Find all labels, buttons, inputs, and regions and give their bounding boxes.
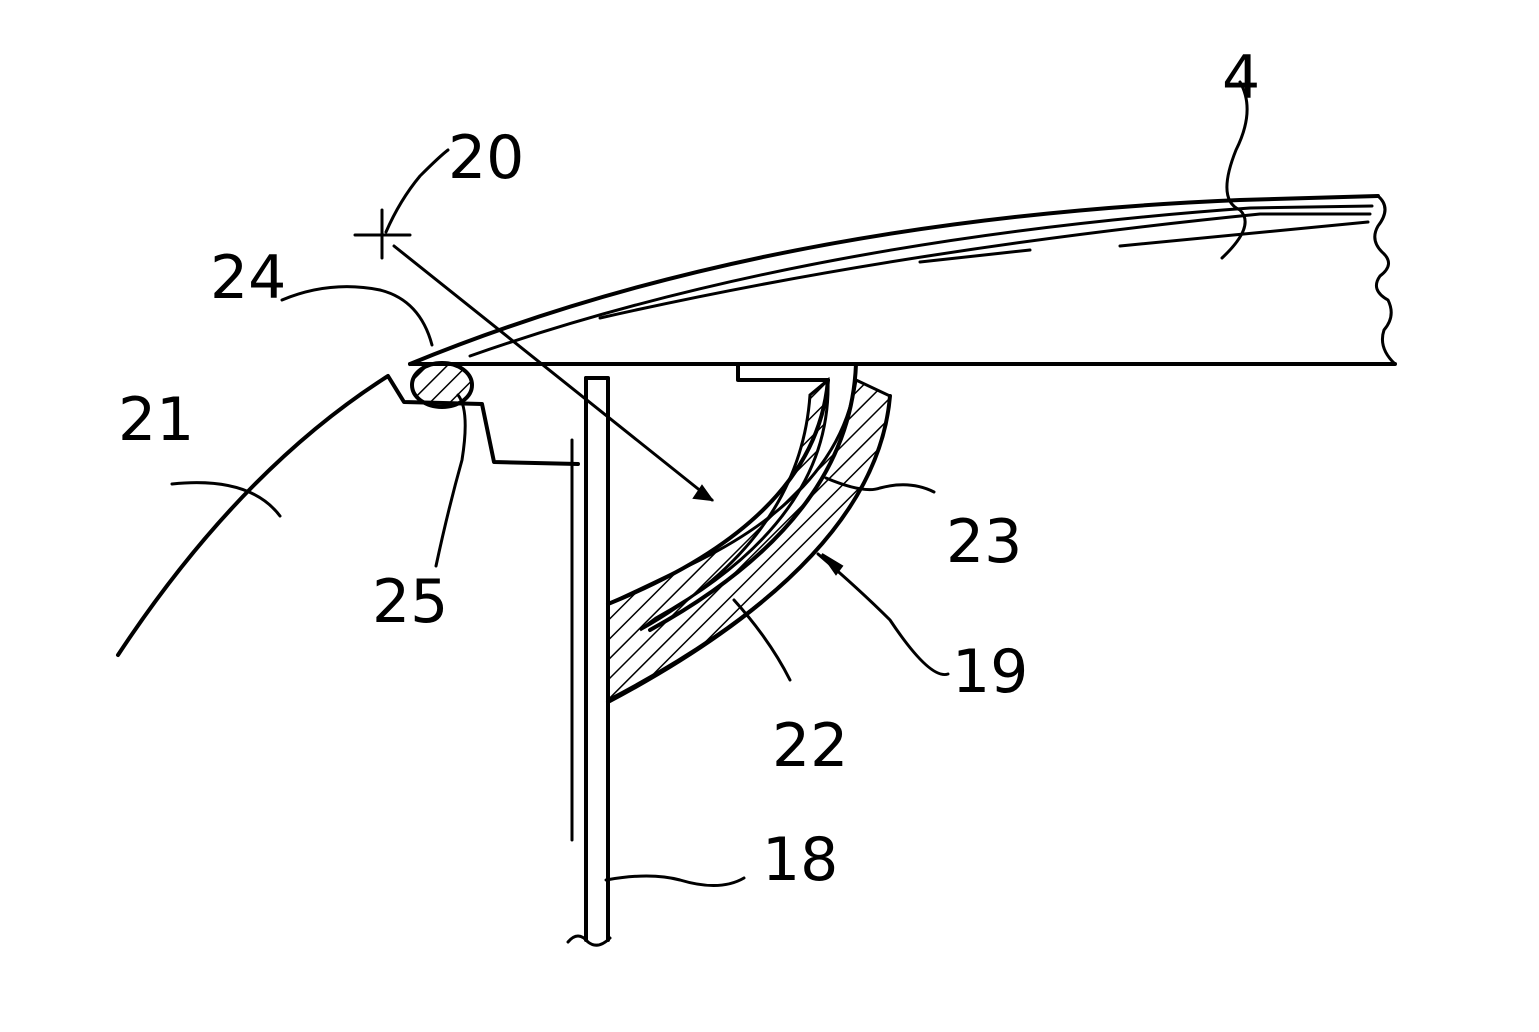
label-20: 20 (448, 123, 524, 193)
label-23: 23 (946, 507, 1022, 577)
label-19: 19 (952, 637, 1028, 707)
leader-lines (172, 82, 1247, 886)
label-18: 18 (762, 825, 838, 895)
guide-assembly (608, 364, 890, 702)
seal-25 (412, 363, 472, 407)
label-22: 22 (772, 711, 848, 781)
radius-line (355, 210, 712, 500)
label-25: 25 (372, 567, 448, 637)
panel-4 (410, 196, 1395, 364)
label-4: 4 (1222, 43, 1260, 113)
label-24: 24 (210, 243, 286, 313)
label-21: 21 (118, 385, 194, 455)
